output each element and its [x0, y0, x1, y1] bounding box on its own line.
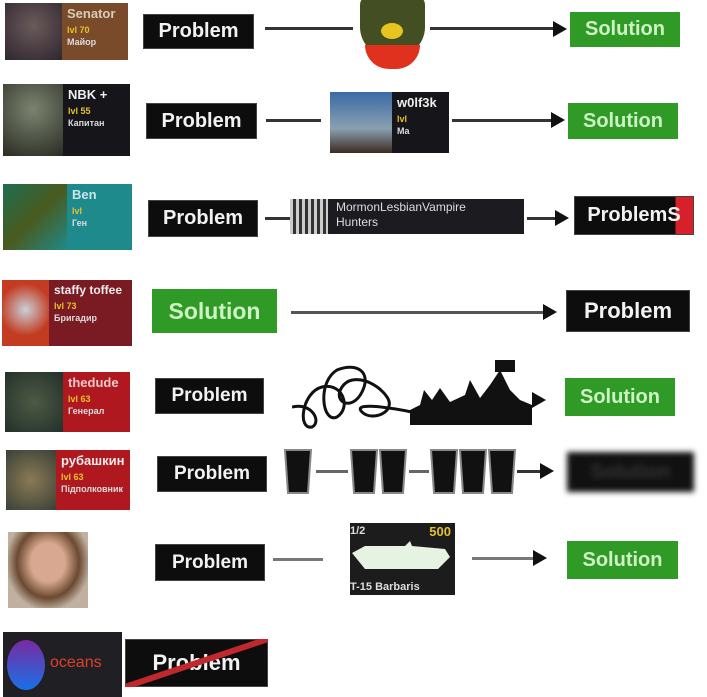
connector-line: [265, 217, 290, 220]
profile-card-nbk: NBK + lvl 55 Капитан: [3, 84, 130, 156]
player-level: lvl 63: [61, 472, 84, 482]
solution-box: Solution: [568, 103, 678, 139]
connector-line: [472, 557, 534, 560]
player-name: thedude: [68, 375, 119, 390]
player-name: NBK +: [68, 87, 108, 102]
beer-glasses-icon: [283, 449, 517, 494]
tank-count: 1/2: [350, 525, 366, 537]
player-rank: Капитан: [68, 118, 105, 128]
connector-line: [452, 119, 552, 122]
arrow-head-icon: [555, 210, 569, 226]
player-level: lvl 63: [68, 394, 91, 404]
avatar: [6, 450, 56, 510]
problem-box: Problem: [146, 103, 257, 139]
profile-card-senator: Senator lvl 70 Майор: [5, 3, 128, 60]
protest-crowd-icon: [410, 360, 532, 425]
player-name: oceans: [50, 654, 102, 671]
connector-line: [527, 217, 557, 220]
profile-card-thedude: thedude lvl 63 Генерал: [5, 372, 130, 432]
player-name: Ben: [72, 187, 97, 202]
connector-line: [265, 27, 353, 30]
arrow-head-icon: [553, 21, 567, 37]
player-rank: Ген: [72, 218, 88, 228]
connector-line: [273, 558, 323, 561]
solution-box: Solution: [570, 12, 680, 47]
player-level: lvl 70: [67, 25, 90, 35]
problems-box: ProblemS: [574, 196, 694, 235]
player-rank: Підполковник: [61, 484, 123, 494]
problem-box: Problem: [155, 544, 265, 581]
problem-box: Problem: [155, 378, 264, 414]
tangled-scribble-icon: [292, 365, 412, 429]
profile-card-rubashkin: рубашкин lvl 63 Підполковник: [6, 450, 130, 510]
avatar: [5, 3, 62, 60]
avatar: [3, 84, 63, 156]
connector-line: [266, 119, 321, 122]
problem-box: Problem: [148, 200, 258, 237]
tank-cost: 500: [429, 524, 451, 539]
connector-line: [517, 470, 542, 473]
blurred-solution-box: Solution: [567, 452, 694, 492]
solution-box: Solution: [565, 378, 675, 416]
player-name: рубашкин: [61, 453, 125, 468]
player-level: lvl 73: [54, 301, 77, 311]
group-banner: MormonLesbianVampire Hunters: [290, 199, 524, 234]
player-rank: Генерал: [68, 406, 105, 416]
player-level: lvl 55: [68, 106, 91, 116]
player-rank: Ma: [397, 126, 410, 136]
profile-card-oceans: oceans: [3, 632, 122, 697]
problem-box: Problem: [157, 456, 267, 492]
player-name: w0lf3k: [397, 95, 437, 110]
tank-card: 1/2 500 T-15 Barbaris: [350, 523, 455, 595]
player-name: staffy toffee: [54, 283, 123, 297]
arrow-head-icon: [540, 463, 554, 479]
arrow-head-icon: [551, 112, 565, 128]
arrow-head-icon: [543, 304, 557, 320]
solution-box: Solution: [152, 289, 277, 333]
arrow-head-icon: [533, 550, 547, 566]
tank-name: T-15 Barbaris: [350, 581, 420, 593]
group-avatar: [290, 199, 328, 234]
player-level: lvl: [72, 206, 83, 216]
profile-card-staffy-toffee: staffy toffee lvl 73 Бригадир: [2, 280, 132, 346]
player-name: Senator: [67, 6, 116, 21]
connector-line: [291, 311, 544, 314]
problem-box: Problem: [143, 14, 254, 49]
avatar: [330, 92, 392, 153]
avatar: [5, 372, 63, 432]
connector-line: [430, 27, 555, 30]
face-photo: [8, 532, 88, 608]
avatar: [3, 184, 67, 250]
problem-box: Problem: [566, 290, 690, 332]
player-level: lvl: [397, 114, 408, 124]
nuclear-bomb-icon: [355, 0, 430, 73]
player-rank: Майор: [67, 37, 97, 47]
player-rank: Бригадир: [54, 313, 97, 323]
tank-silhouette-icon: [352, 541, 450, 569]
group-name: MormonLesbianVampire Hunters: [336, 200, 466, 229]
avatar: [7, 640, 45, 690]
solution-box: Solution: [567, 541, 678, 579]
arrow-head-icon: [532, 392, 546, 408]
avatar: [2, 280, 49, 346]
strike-through-line: [125, 639, 268, 687]
